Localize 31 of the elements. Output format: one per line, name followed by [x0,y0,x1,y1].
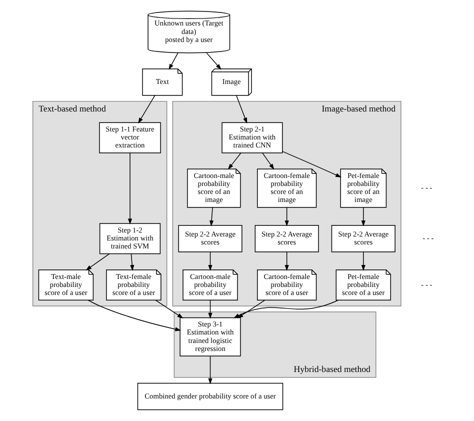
arrow [127,152,132,225]
arrow [208,252,212,271]
arrow [208,356,212,384]
arrow [206,52,221,70]
arrow [208,300,212,319]
label: - - - [420,183,432,192]
arrow [130,253,134,271]
label: - - - [420,280,432,289]
arrow [360,252,365,271]
node-box: Step 2-1 Estimation with trained CNN [221,122,282,154]
arrow [282,151,342,178]
arrow [209,207,214,226]
arrow [154,300,183,318]
arrow [138,95,155,124]
node-box: Step 3-1 Estimation with trained logistic regression [179,317,240,356]
node-box: Step 2-2 Average scores [254,225,318,252]
node-box: Combined gender probability score of a user [136,382,283,410]
arrow [284,252,288,271]
label: - - - [422,233,434,242]
arrow [87,300,181,332]
node-box: Step 1-1 Feature vector extraction [98,122,160,154]
arrow [227,152,241,170]
arrow [236,95,247,124]
node-box: Step 2-2 Average scores [178,225,242,252]
arrow [262,152,274,170]
arrow [360,207,365,226]
node-box: Step 1-2 Estimation with trained SVM [98,223,160,254]
node-box: Step 2-2 Average scores [330,225,395,252]
arrow [168,52,178,70]
arrow [85,253,110,270]
arrow [284,207,288,226]
